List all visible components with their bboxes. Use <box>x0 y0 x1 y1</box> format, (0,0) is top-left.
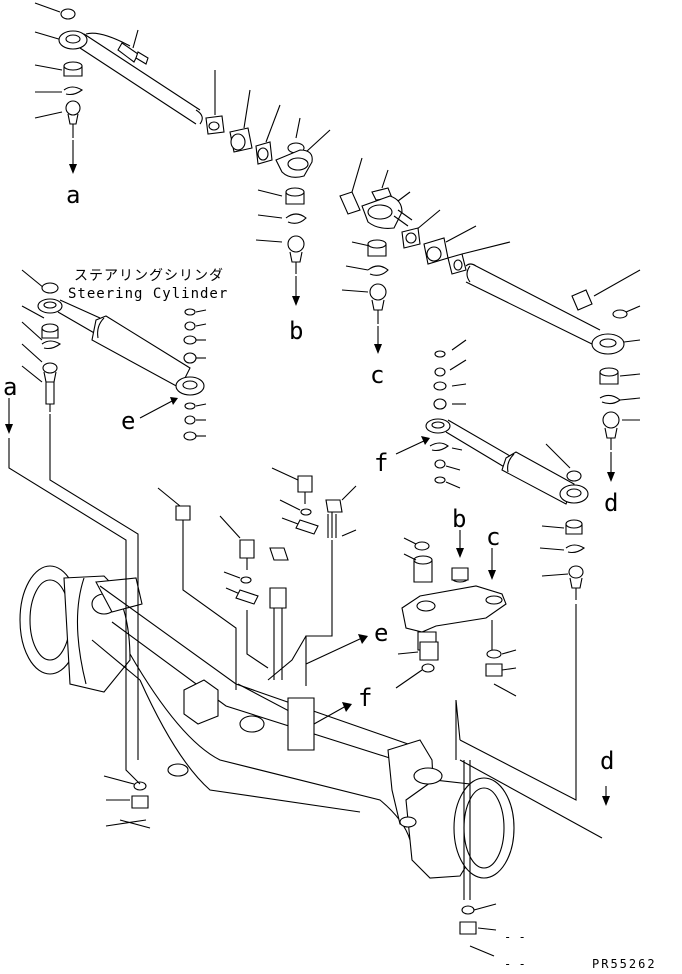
caption-english: Steering Cylinder <box>68 286 228 302</box>
callout-c-arm: c <box>486 523 500 551</box>
callout-b-arm: b <box>452 505 466 533</box>
callout-e-axle: e <box>374 619 388 647</box>
callout-d-right: d <box>604 489 618 517</box>
callout-a-top: a <box>66 181 80 209</box>
callout-e-cylinder: e <box>121 407 135 435</box>
left-tie-rod-assembly <box>34 2 331 306</box>
caption-japanese: ステアリングシリンダ <box>74 268 224 284</box>
right-steering-cylinder <box>395 339 589 600</box>
callout-a-left: a <box>3 373 17 401</box>
callout-c-top: c <box>370 361 384 389</box>
callout-f-cylinder: f <box>374 449 388 477</box>
knuckle-arm-group <box>157 467 517 697</box>
drawing-code: PR55262 <box>592 957 657 971</box>
left-steering-cylinder <box>5 269 207 441</box>
callout-f-axle: f <box>358 684 372 712</box>
right-tie-rod-assembly <box>339 157 641 482</box>
callout-b-top: b <box>289 317 303 345</box>
dash-mark-2: - - <box>504 957 526 971</box>
leader-lines <box>8 414 610 839</box>
callout-d-axle: d <box>600 747 614 775</box>
dash-mark-1: - - <box>504 930 526 944</box>
